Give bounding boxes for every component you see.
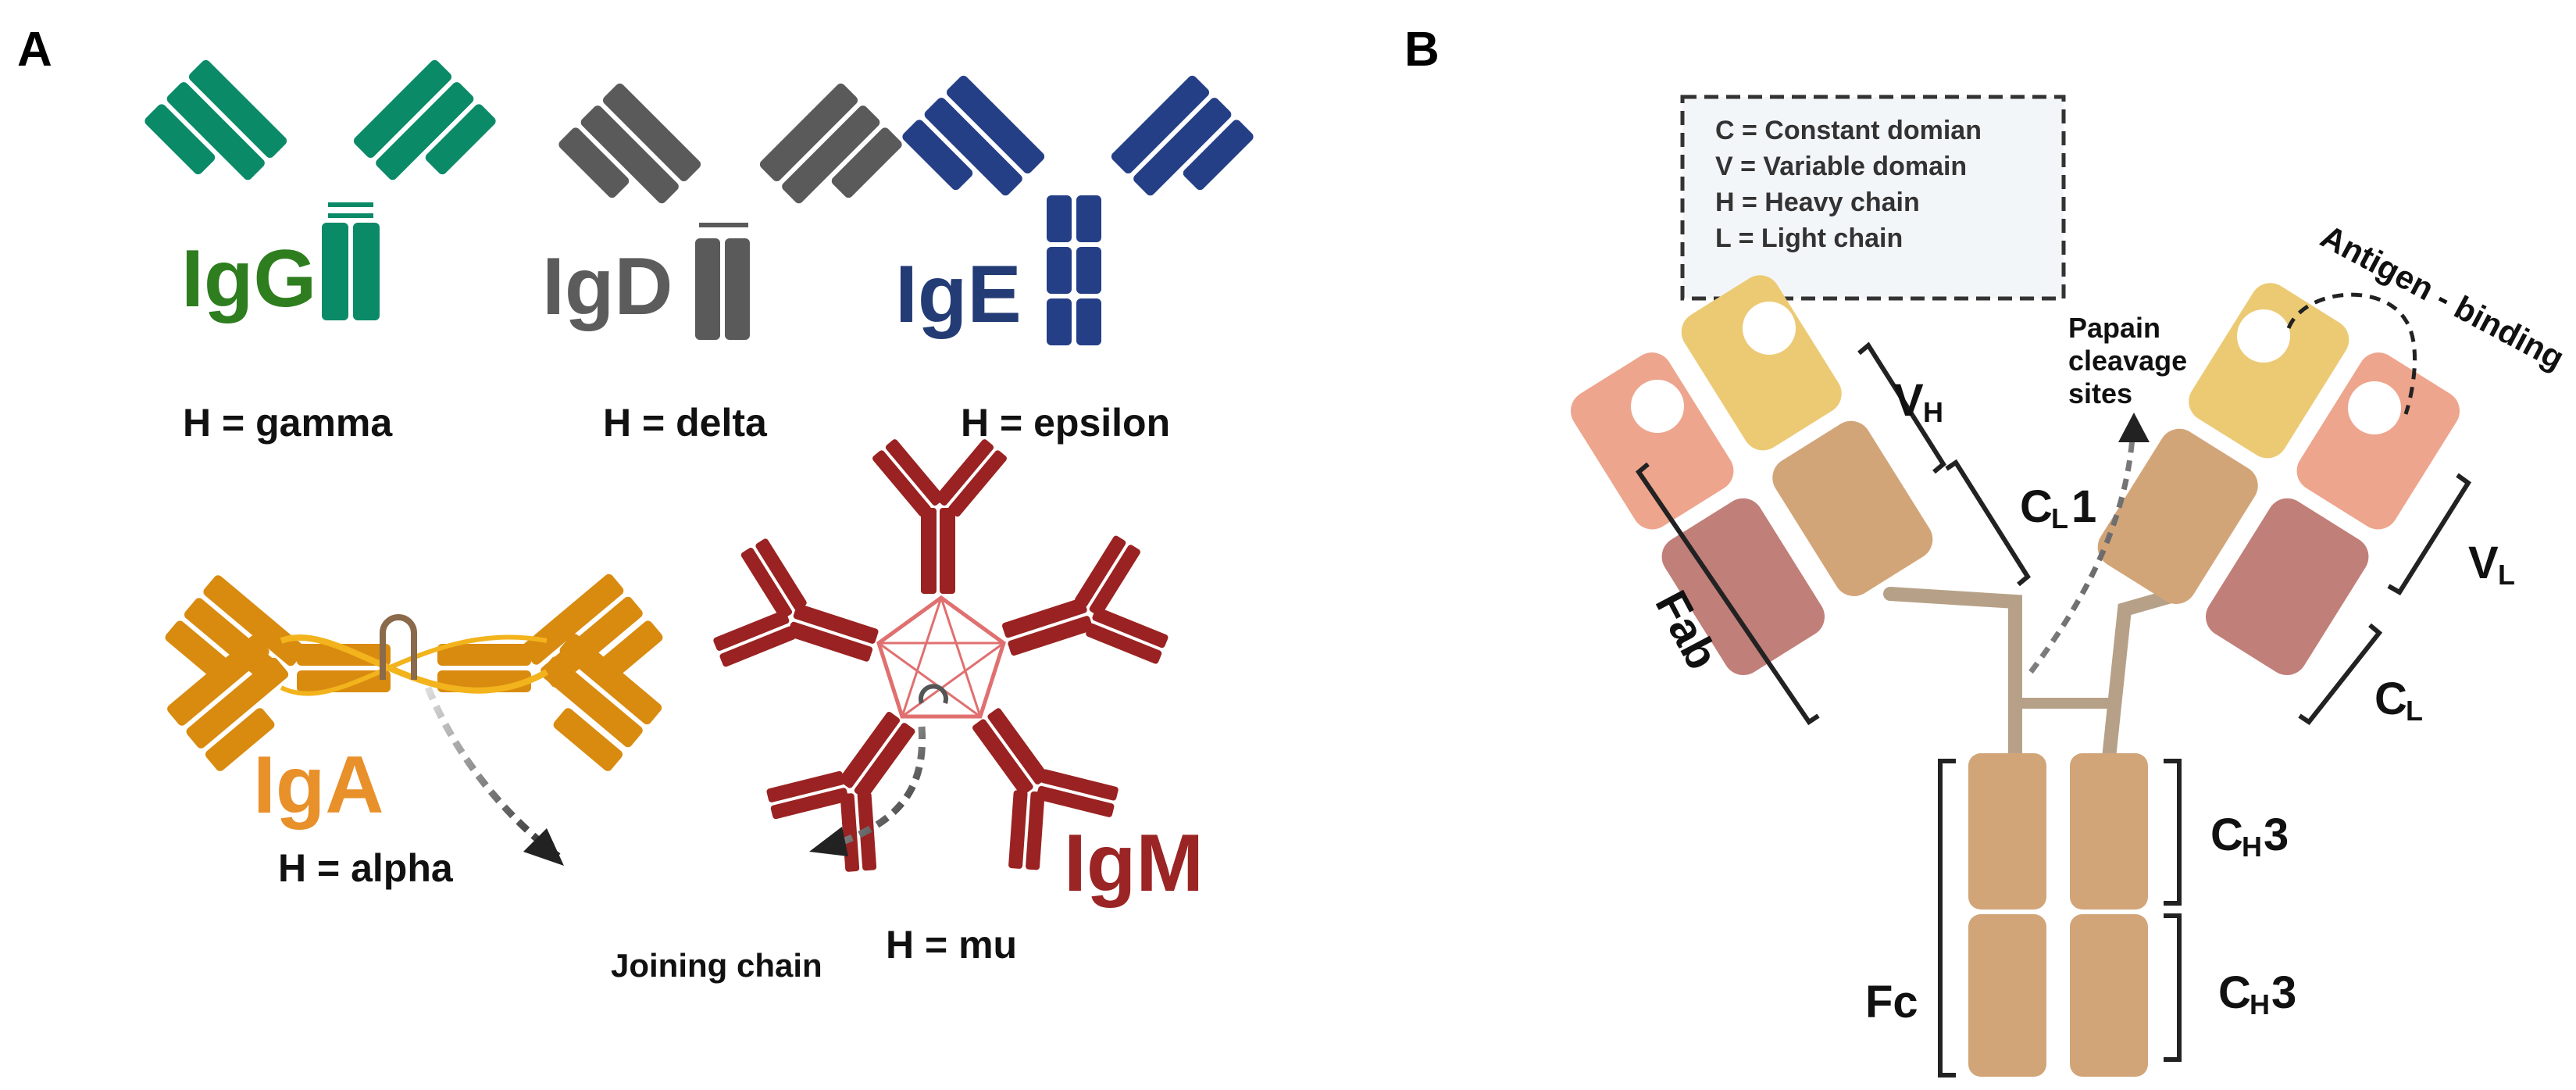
ch2-domain-left bbox=[1968, 753, 2046, 910]
svg-text:C: C bbox=[2374, 674, 2407, 724]
igm-arrow-head-icon bbox=[809, 827, 848, 856]
panel-b-letter: B bbox=[1404, 23, 1440, 77]
svg-text:3: 3 bbox=[2271, 967, 2296, 1018]
igm-label: IgM bbox=[1064, 818, 1204, 909]
igm-pentamer-icon bbox=[713, 439, 1168, 872]
cl1-label: C L 1 bbox=[2020, 481, 2096, 534]
papain-label-line-2: cleavage bbox=[2068, 345, 2187, 377]
igm-joining-chain-arrow bbox=[834, 726, 926, 848]
right-fab-arm bbox=[2097, 283, 2460, 676]
cl-domain-right bbox=[2205, 498, 2369, 676]
igd-molecule-icon bbox=[558, 83, 902, 340]
iga-arrow-head-icon bbox=[523, 828, 564, 866]
svg-text:H: H bbox=[2250, 988, 2270, 1020]
ch2-domain-right bbox=[2070, 753, 2148, 910]
vl-domain-right bbox=[2296, 352, 2460, 530]
vl-label: V L bbox=[2468, 538, 2515, 591]
vh-left-notch bbox=[1743, 302, 1796, 355]
domain-legend: C = Constant domian V = Variable domain … bbox=[1680, 95, 2066, 301]
svg-text:H: H bbox=[1923, 396, 1943, 428]
vl-right-notch bbox=[2348, 381, 2401, 434]
cl-domain-left bbox=[1661, 498, 1825, 676]
hinge-region bbox=[1883, 587, 2186, 765]
legend-line-constant: C = Constant domian bbox=[1715, 116, 1982, 145]
legend-line-variable: V = Variable domain bbox=[1715, 152, 1967, 181]
cl-label: C L bbox=[2374, 674, 2423, 727]
ige-label: IgE bbox=[895, 249, 1022, 340]
joining-chain-label: Joining chain bbox=[611, 947, 822, 984]
svg-text:C: C bbox=[2218, 967, 2251, 1018]
svg-text:H: H bbox=[2242, 831, 2262, 863]
svg-text:L: L bbox=[2051, 502, 2068, 534]
iga-dimer-icon bbox=[165, 574, 663, 771]
antigen-binding-label: Antigen - binding bbox=[2315, 217, 2571, 377]
vh-label: V H bbox=[1893, 375, 1943, 428]
annotation-brackets bbox=[1635, 341, 2472, 1077]
svg-text:L: L bbox=[2406, 695, 2423, 727]
vh-domain-right bbox=[2189, 283, 2349, 459]
igg-heavy-chain-label: H = gamma bbox=[183, 401, 393, 445]
svg-text:V: V bbox=[1893, 375, 1924, 426]
igd-label: IgD bbox=[542, 241, 673, 332]
vl-domain-left bbox=[1570, 352, 1734, 530]
legend-line-light: L = Light chain bbox=[1715, 223, 1903, 253]
antigen-binding-arc bbox=[2286, 292, 2417, 415]
legend-line-heavy: H = Heavy chain bbox=[1715, 188, 1920, 217]
ch3-domain-right bbox=[2070, 914, 2148, 1077]
vh-domain-left bbox=[1681, 275, 1842, 451]
ch1-domain-left bbox=[1772, 420, 1933, 596]
svg-text:L: L bbox=[2498, 559, 2515, 591]
igd-heavy-chain-label: H = delta bbox=[603, 401, 768, 445]
ige-heavy-chain-label: H = epsilon bbox=[961, 401, 1170, 445]
panel-a-letter: A bbox=[17, 23, 52, 77]
fc-label: Fc bbox=[1865, 977, 1918, 1027]
left-fab-arm bbox=[1570, 275, 1933, 676]
vl-left-notch bbox=[1631, 380, 1684, 433]
igg-label: IgG bbox=[181, 234, 316, 324]
iga-heavy-chain-label: H = alpha bbox=[278, 846, 454, 890]
ige-molecule-icon bbox=[902, 75, 1254, 345]
svg-text:C: C bbox=[2210, 809, 2243, 860]
papain-arrow-head-icon bbox=[2118, 413, 2150, 442]
iga-label: IgA bbox=[253, 740, 384, 831]
igm-heavy-chain-label: H = mu bbox=[886, 923, 1017, 967]
fc-region bbox=[1968, 753, 2148, 1077]
svg-text:3: 3 bbox=[2264, 809, 2289, 860]
ch1-domain-right bbox=[2097, 428, 2258, 604]
ch3-upper-label: C H 3 bbox=[2210, 809, 2289, 863]
papain-label-line-1: Papain bbox=[2068, 312, 2160, 344]
vh-right-notch bbox=[2237, 309, 2290, 363]
igg-molecule-icon bbox=[144, 59, 496, 320]
svg-text:1: 1 bbox=[2071, 481, 2096, 532]
svg-text:C: C bbox=[2020, 481, 2053, 532]
svg-text:V: V bbox=[2468, 538, 2499, 588]
ch3-domain-left bbox=[1968, 914, 2046, 1077]
ch3-lower-label: C H 3 bbox=[2218, 967, 2296, 1020]
papain-label-line-3: sites bbox=[2068, 377, 2132, 409]
